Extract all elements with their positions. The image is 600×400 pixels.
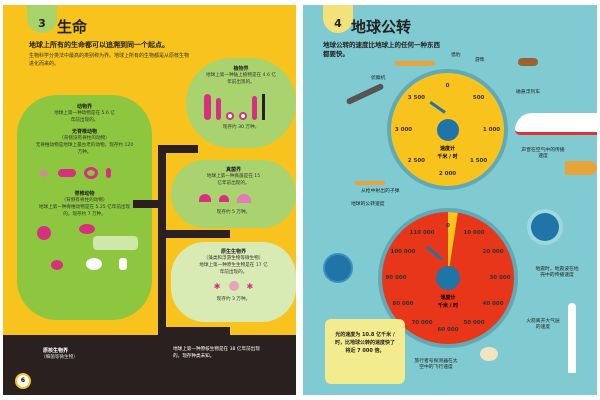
tree-trunk — [158, 145, 166, 345]
lead-text: 地球公转的速度比地球上的任何一种东西都要快。 — [323, 41, 440, 58]
speedometer-label: 速度计 — [440, 295, 456, 301]
speedometer-tick-label: 70 000 — [411, 320, 433, 327]
protists-count: 现存约 3 万种。 — [216, 297, 251, 302]
vertebrate-icons — [31, 222, 138, 282]
speedometer-needle — [429, 100, 446, 114]
label-maglev: 磁悬浮列车 — [516, 90, 540, 95]
voyager-probe-icon — [480, 347, 498, 361]
label-sound: 声音在空气中的传播速度 — [521, 148, 565, 159]
earth-speed-wedge — [448, 212, 458, 276]
fungi-count: 现存约 5 万种。 — [216, 210, 251, 215]
vertebrates-heading: 脊椎动物 — [74, 191, 95, 197]
jet-icon — [345, 82, 385, 106]
intro-text: 生物科学分类法中最高的类别称为界。地球上所有的生物都是从原核生物进化而来的。 — [29, 53, 190, 67]
protists-text: 地球上第一种原生生物是在 17 亿年前出现的。 — [199, 263, 268, 275]
tree-branch — [158, 327, 230, 335]
speedometer-tick-label: 3 000 — [394, 126, 413, 133]
speedometer-tick-label: 40 000 — [482, 301, 504, 307]
label-falcon: 游隼 — [475, 58, 485, 63]
speedometer-label: 速度计 — [439, 146, 455, 152]
speedometer-needle — [425, 245, 443, 261]
prokaryotes-heading: 原核生物界 — [43, 348, 69, 354]
speedometer-tick-label: 2 000 — [438, 170, 457, 177]
label-rocket: 火箭离开大气层的速度 — [526, 319, 560, 330]
animals-text: 地球上第一种动物是在 5.6 亿年前出现的。 — [54, 111, 115, 123]
light-speed-box: 光的速度为 10.8 亿千米 / 时，比地球公转的速度快了将近 7 000 倍。 — [325, 319, 405, 384]
speedometer-tick-label: 100 000 — [390, 249, 416, 255]
label-voyager: 旅行者号探测器在太空中的飞行速度 — [414, 359, 458, 370]
speedometer-tick-label: 500 — [472, 95, 485, 102]
falcon-icon — [518, 58, 538, 66]
invertebrates-note: （背侧没有脊柱的动物） — [59, 136, 110, 141]
cheetah-icon — [395, 61, 435, 66]
trumpet-icon — [565, 161, 597, 175]
speedometer-tick-label: 110 000 — [409, 229, 435, 236]
tree-branch — [133, 200, 163, 208]
vertebrates-note: （背侧有脊柱的动物） — [61, 198, 108, 203]
prokaryote-band: 原核生物界 （细菌等微生物） 地球上第一种原核生物是在 38 亿年前出现的。现存… — [3, 335, 296, 395]
fungi-kingdom-blob: 真菌界 地球上第一种真菌是在 15 亿年前出现的。 现存约 5 万种。 — [171, 160, 296, 228]
speedometer-hub — [436, 266, 460, 290]
speedometer-hub — [437, 119, 459, 141]
label-spyplane: 侦察机 — [371, 76, 386, 81]
prokaryotes-text: 地球上第一种原核生物是在 38 亿年前出现的。现存种类未知。 — [173, 347, 260, 359]
tree-branch — [158, 145, 198, 153]
vertebrates-text: 地球上第一种脊椎动物是在 5.25 亿年前出现的。现存约 7 万种。 — [38, 205, 131, 217]
plant-kingdom-blob: 植物界 地球上第一种陆上植物是在 4.6 亿年前出现的。 现存约 30 万种。 — [186, 58, 296, 148]
bullet-icon — [355, 181, 385, 185]
section-number: 3 — [27, 5, 57, 33]
speedometer-tick-label: 90 000 — [385, 275, 407, 281]
mushroom-icons — [199, 189, 268, 207]
plant-icons — [204, 90, 278, 120]
page-number: 6 — [15, 373, 31, 389]
rocket-icon — [568, 303, 576, 373]
fungi-heading: 真菌界 — [225, 167, 241, 173]
fungi-text: 地球上第一种真菌是在 15 亿年前出现的。 — [206, 174, 261, 186]
page-title: 地球公转 — [351, 18, 412, 36]
page-title: 生命 — [57, 18, 88, 36]
speedometer-small: 速度计 千米 / 时 0 500 1 000 1 500 2 000 2 500 3 000… — [387, 69, 508, 190]
protist-icons: ✱✱ — [213, 281, 254, 291]
invertebrates-heading: 无脊椎动物 — [71, 129, 97, 135]
label-earthquake: 地震时，地震波在地壳中的传播速度 — [535, 267, 579, 278]
label-cheetah: 猎豹 — [451, 53, 461, 58]
speedometer-tick-label: 20 000 — [482, 249, 504, 255]
lead-text: 地球上所有的生命都可以追溯到同一个起点。 — [29, 41, 169, 49]
tree-branch — [158, 230, 230, 238]
speedometer-tick-label: 80 000 — [392, 301, 414, 307]
speedometer-tick-label: 10 000 — [463, 229, 485, 236]
label-earth-orbit: 地球的公转速度 — [351, 202, 385, 207]
right-page-orbit: 4 地球公转 地球公转的速度比地球上的任何一种东西都要快。 速度计 千米 / 时… — [303, 5, 597, 395]
speedometer-unit: 千米 / 时 — [437, 303, 459, 309]
speedometer-tick-label: 3 500 — [407, 95, 425, 102]
speedometer-tick-label: 50 000 — [463, 320, 485, 327]
protist-kingdom-blob: 原生生物界 （藻类和浮游生物等微生物） 地球上第一种原生生物是在 17 亿年前出… — [171, 242, 296, 322]
invertebrates-text: 无脊椎动物是地球上最古老的动物。现存约 120 万种。 — [35, 143, 134, 155]
label-bullet: 从枪中射出的子弹 — [361, 189, 400, 194]
animals-heading: 动物界 — [76, 104, 92, 110]
speedometer-tick-label: 0 — [446, 223, 450, 229]
left-page-life: 3 生命 地球上所有的生命都可以追溯到同一个起点。 生物科学分类法中最高的类别称… — [3, 5, 296, 395]
section-number: 4 — [323, 5, 353, 33]
maglev-train-icon — [515, 113, 597, 135]
plants-heading: 植物界 — [233, 66, 249, 72]
plants-text: 地球上第一种陆上植物是在 4.6 亿年前出现的。 — [206, 73, 276, 85]
prokaryotes-note: （细菌等微生物） — [41, 355, 78, 360]
speedometer-tick-label: 2 500 — [407, 157, 425, 164]
animal-kingdom-blob: 动物界 地球上第一种动物是在 5.6 亿年前出现的。 无脊椎动物 （背侧没有脊柱… — [17, 95, 152, 320]
speedometer-tick-label: 1 500 — [469, 157, 488, 164]
earth-quake-icon — [531, 213, 559, 241]
protists-heading: 原生生物界 — [220, 249, 246, 255]
speedometer-unit: 千米 / 时 — [437, 154, 458, 160]
speedometer-tick-label: 1 000 — [482, 126, 501, 133]
invertebrate-icons: ✶ — [37, 160, 132, 186]
speedometer-tick-label: 0 — [445, 82, 450, 89]
earth-icon — [325, 255, 351, 281]
plants-count: 现存约 30 万种。 — [222, 125, 260, 130]
speedometer-tick-label: 30 000 — [489, 275, 511, 281]
speedometer-tick-label: 60 000 — [437, 327, 459, 333]
protists-note: （藻类和浮游生物等微生物） — [203, 256, 264, 261]
